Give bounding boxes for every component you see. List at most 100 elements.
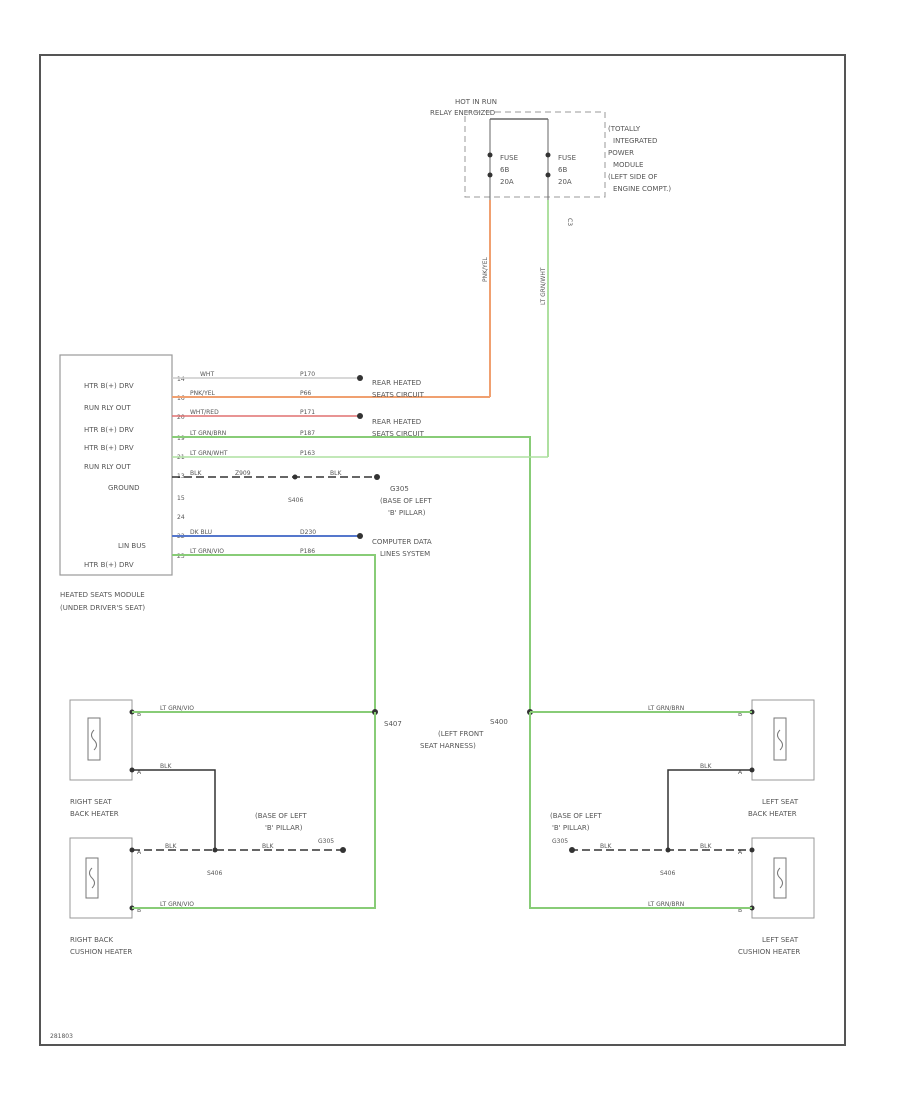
left-ground-id: G305: [552, 838, 568, 845]
svg-text:POWER: POWER: [608, 149, 634, 157]
right-back-label-1: RIGHT SEAT: [70, 798, 112, 806]
wire-row8-code: D230: [300, 529, 316, 536]
wire-row9-code: P186: [300, 548, 315, 555]
right-back-pin-a: A: [137, 769, 142, 776]
left-ground-blk: BLK: [600, 843, 612, 850]
svg-text:LIN BUS: LIN BUS: [118, 542, 146, 550]
ground-base-line2: 'B' PILLAR): [388, 509, 426, 517]
svg-text:19: 19: [177, 435, 185, 442]
svg-text:16: 16: [177, 395, 185, 402]
left-back-wire-blk: [667, 769, 752, 850]
rear-heated-arrow-1: [357, 375, 363, 381]
left-cushion-wire-grn-label: LT GRN/BRN: [648, 901, 684, 908]
wire-row9-color: LT GRN/VIO: [190, 548, 224, 555]
svg-text:FUSE: FUSE: [500, 154, 518, 162]
right-cushion-wire-blk-label: BLK: [165, 843, 177, 850]
right-cushion-pin-b: B: [137, 907, 141, 914]
ground-base-line1: (BASE OF LEFT: [380, 497, 432, 505]
svg-text:FUSE: FUSE: [558, 154, 576, 162]
ground-arrow: [374, 474, 380, 480]
wire-row1-color: WHT: [200, 371, 214, 378]
right-cushion-wire-grn: [132, 712, 376, 909]
left-back-label-2: BACK HEATER: [748, 810, 797, 818]
module-pin-labels: HTR B(+) DRV RUN RLY OUT HTR B(+) DRV HT…: [84, 382, 146, 569]
right-ground-splice-dot: [212, 847, 218, 853]
wire-row6-right-color: BLK: [330, 470, 342, 477]
wire-row3-code: P171: [300, 409, 315, 416]
right-back-wire-blk-label: BLK: [160, 763, 172, 770]
right-cushion-label-1: RIGHT BACK: [70, 936, 113, 944]
svg-text:20A: 20A: [558, 178, 572, 186]
relay-title-line2: RELAY ENERGIZED: [430, 109, 495, 117]
left-ground-base-1: (BASE OF LEFT: [550, 812, 602, 820]
right-cushion-wire-grn-label: LT GRN/VIO: [160, 901, 194, 908]
svg-text:HTR B(+) DRV: HTR B(+) DRV: [84, 382, 134, 390]
ground-splice-label: S406: [288, 497, 303, 504]
svg-text:HTR B(+) DRV: HTR B(+) DRV: [84, 444, 134, 452]
left-cushion-label-1: LEFT SEAT: [762, 936, 799, 944]
svg-text:RUN RLY OUT: RUN RLY OUT: [84, 404, 131, 412]
svg-text:HTR B(+) DRV: HTR B(+) DRV: [84, 561, 134, 569]
right-ground-symbol: [340, 847, 346, 853]
left-ground-splice-dot: [665, 847, 671, 853]
svg-text:20: 20: [177, 414, 185, 421]
heated-seats-module: [59, 354, 173, 576]
left-cushion-wire-grn: [529, 712, 752, 909]
svg-text:24: 24: [177, 514, 185, 521]
splice-s400-extra-2: SEAT HARNESS): [420, 742, 476, 750]
svg-text:14: 14: [177, 376, 185, 383]
wire-row8-color: DK BLU: [190, 529, 212, 536]
wire-row3-color: WHT/RED: [190, 409, 219, 416]
svg-text:RUN RLY OUT: RUN RLY OUT: [84, 463, 131, 471]
fuse-left: FUSE 6B 20A: [487, 152, 518, 186]
right-back-wire-blk: [132, 769, 216, 850]
left-seat-cushion-heater: [749, 837, 815, 919]
wire-row2-code: P66: [300, 390, 311, 397]
left-ground-base-2: 'B' PILLAR): [552, 824, 590, 832]
svg-text:MODULE: MODULE: [613, 161, 643, 169]
svg-text:6B: 6B: [500, 166, 509, 174]
power-module-label: (TOTALLY INTEGRATED POWER MODULE (LEFT S…: [608, 125, 671, 193]
wire-row9: [172, 554, 376, 712]
wire-row2-color: PNK/YEL: [190, 390, 216, 397]
relay-title-line1: HOT IN RUN: [455, 98, 497, 106]
svg-text:(LEFT SIDE OF: (LEFT SIDE OF: [608, 173, 658, 181]
right-back-wire-grn-label: LT GRN/VIO: [160, 705, 194, 712]
svg-text:15: 15: [177, 495, 185, 502]
rear-heated-arrow-2: [357, 413, 363, 419]
wire-lt-grn-wht-feed-label: LT GRN/WHT: [540, 267, 547, 305]
svg-text:13: 13: [177, 473, 185, 480]
splice-s400-extra-1: (LEFT FRONT: [438, 730, 484, 738]
outer-frame: [39, 54, 846, 1046]
wire-row4-color: LT GRN/BRN: [190, 430, 226, 437]
splice-s407-label: S407: [384, 720, 402, 728]
right-ground-splice-label: S406: [207, 870, 222, 877]
left-back-wire-blk-label: BLK: [700, 763, 712, 770]
module-label-line1: HEATED SEATS MODULE: [60, 591, 145, 599]
right-ground-blk: BLK: [262, 843, 274, 850]
left-back-wire-grn-label: LT GRN/BRN: [648, 705, 684, 712]
footer-code: 281803: [50, 1033, 73, 1040]
wire-row6-color: BLK: [190, 470, 202, 477]
module-label-line2: (UNDER DRIVER'S SEAT): [60, 604, 145, 612]
wire-row6-code: Z909: [235, 470, 251, 477]
right-cushion-label-2: CUSHION HEATER: [70, 948, 132, 956]
wire-pnk-yel-feed-label: PNK/YEL: [482, 256, 489, 282]
left-cushion-pin-b: B: [738, 907, 742, 914]
module-pin-numbers: 14 16 20 19 21 13 15 24 22 23: [177, 376, 185, 560]
left-back-label-1: LEFT SEAT: [762, 798, 799, 806]
computer-data-line1: COMPUTER DATA: [372, 538, 432, 546]
svg-text:6B: 6B: [558, 166, 567, 174]
ground-id: G305: [390, 485, 409, 493]
computer-data-arrow: [357, 533, 363, 539]
left-ground-symbol: [569, 847, 575, 853]
right-ground-id: G305: [318, 838, 334, 845]
svg-text:HTR B(+) DRV: HTR B(+) DRV: [84, 426, 134, 434]
svg-text:20A: 20A: [500, 178, 514, 186]
fuse-right: FUSE 6B 20A: [545, 152, 576, 186]
left-cushion-wire-blk-label: BLK: [700, 843, 712, 850]
left-back-pin-a: A: [738, 769, 743, 776]
splice-s400-label: S400: [490, 718, 508, 726]
wire-row4: [172, 436, 531, 712]
power-module-box: [464, 111, 606, 198]
